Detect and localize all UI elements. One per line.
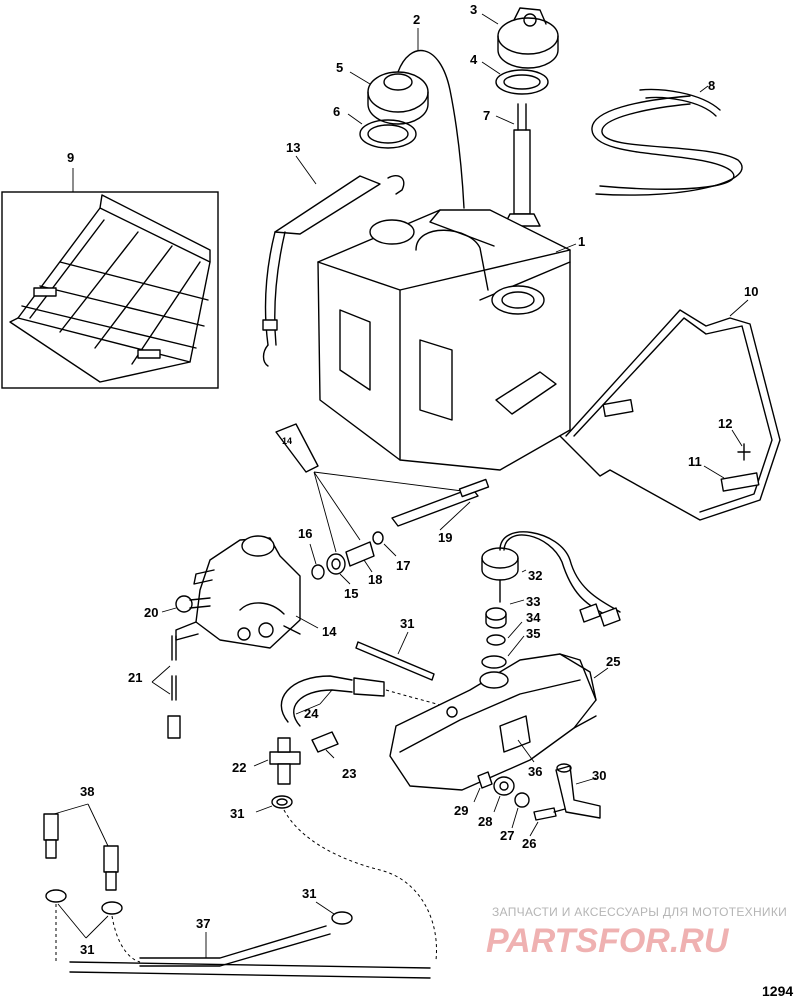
reservoir-25 xyxy=(389,653,597,791)
callout-19: 19 xyxy=(438,530,452,545)
watermark-tagline: ЗАПЧАСТИ И АКСЕССУАРЫ ДЛЯ МОТОТЕХНИКИ xyxy=(492,905,787,919)
callout-7: 7 xyxy=(483,108,490,123)
callout-5: 5 xyxy=(336,60,343,75)
tie-strap-31 xyxy=(355,641,435,681)
hose-24 xyxy=(280,675,385,727)
clamps-31-c xyxy=(45,889,123,915)
callout-11: 11 xyxy=(688,454,702,469)
callout-34: 34 xyxy=(526,610,541,625)
callout-32: 32 xyxy=(528,568,542,583)
callout-31b: 31 xyxy=(230,806,244,821)
tool-19 xyxy=(391,478,490,527)
bushing-33 xyxy=(485,607,507,629)
callout-26: 26 xyxy=(522,836,536,851)
gauge-cap-3 xyxy=(497,7,559,69)
callout-8: 8 xyxy=(708,78,715,93)
callout-2: 2 xyxy=(413,12,420,27)
hose-8 xyxy=(591,88,743,196)
strap-13 xyxy=(262,174,405,367)
callout-13: 13 xyxy=(286,140,300,155)
callout-4: 4 xyxy=(470,52,478,67)
callout-12: 12 xyxy=(718,416,732,431)
callout-9: 9 xyxy=(67,150,74,165)
elbow-30 xyxy=(555,763,601,819)
seal-parts-15-18 xyxy=(311,531,384,580)
callout-23: 23 xyxy=(342,766,356,781)
sensor-32 xyxy=(481,531,621,627)
callout-22: 22 xyxy=(232,760,246,775)
figure-number: 1294 xyxy=(762,983,793,999)
callout-1: 1 xyxy=(578,234,585,249)
seal-35 xyxy=(481,655,507,669)
callout-27: 27 xyxy=(500,828,514,843)
callout-31c: 31 xyxy=(80,942,94,957)
tank-1 xyxy=(317,209,571,471)
inset-tray-9 xyxy=(1,191,219,389)
callout-17: 17 xyxy=(396,558,410,573)
fittings-38 xyxy=(43,813,119,891)
callout-21: 21 xyxy=(128,670,142,685)
callout-37: 37 xyxy=(196,916,210,931)
washer-27 xyxy=(514,792,530,808)
callout-6: 6 xyxy=(333,104,340,119)
fitting-20 xyxy=(175,595,211,613)
bracket-10 xyxy=(559,309,781,521)
clamp-31-b xyxy=(271,795,293,809)
clamp-31-d xyxy=(331,911,353,925)
callout-25: 25 xyxy=(606,654,620,669)
plug-23 xyxy=(311,731,339,753)
callout-31d: 31 xyxy=(302,886,316,901)
callout-20: 20 xyxy=(144,605,158,620)
vent-line-2 xyxy=(397,49,465,209)
seal-4 xyxy=(495,69,549,95)
watermark-logo: PARTSFOR.RU xyxy=(486,922,730,960)
grommet-29 xyxy=(477,771,493,789)
grommet-28 xyxy=(493,776,515,796)
sealant-tube-14: 14 xyxy=(275,423,319,473)
washer-34 xyxy=(486,634,506,646)
callout-31a: 31 xyxy=(400,616,414,631)
callout-24: 24 xyxy=(304,706,319,721)
callout-14: 14 xyxy=(322,624,337,639)
callout-16: 16 xyxy=(298,526,312,541)
callout-35: 35 xyxy=(526,626,540,641)
callout-10: 10 xyxy=(744,284,758,299)
cap-5 xyxy=(367,71,429,125)
callout-38: 38 xyxy=(80,784,94,799)
callout-30: 30 xyxy=(592,768,606,783)
svg-text:14: 14 xyxy=(282,436,292,446)
tee-22 xyxy=(269,737,301,785)
callout-29: 29 xyxy=(454,803,468,818)
seal-6 xyxy=(359,119,417,149)
connectors-21 xyxy=(167,635,181,739)
callout-36: 36 xyxy=(528,764,542,779)
callout-28: 28 xyxy=(478,814,492,829)
callout-3: 3 xyxy=(470,2,477,17)
callout-18: 18 xyxy=(368,572,382,587)
callout-15: 15 xyxy=(344,586,358,601)
hose-37 xyxy=(55,904,431,979)
callout-33: 33 xyxy=(526,594,540,609)
pump-14 xyxy=(175,535,301,649)
